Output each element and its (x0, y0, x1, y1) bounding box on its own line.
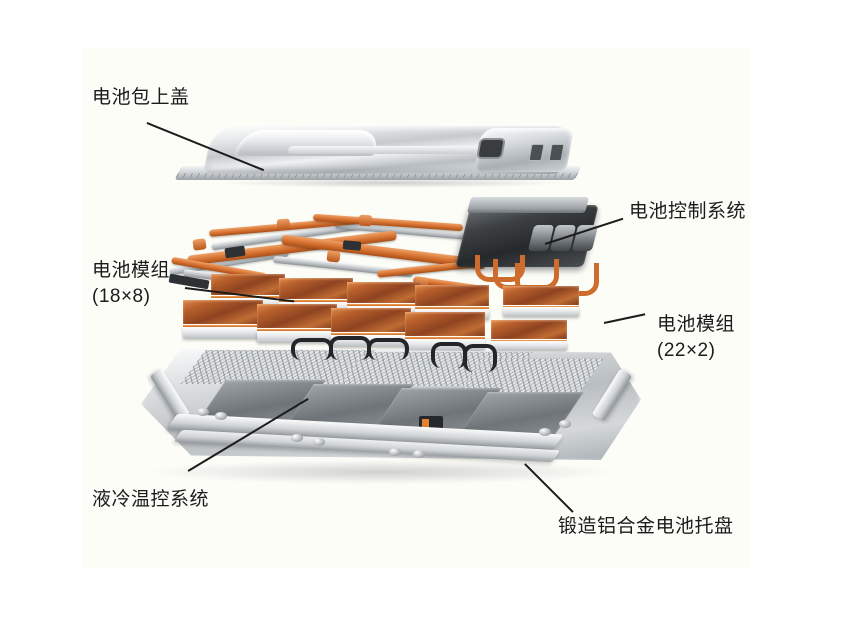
callout-label-battery-tray: 锻造铝合金电池托盘 (558, 514, 734, 540)
battery-module (257, 304, 337, 342)
hv-connector (192, 238, 207, 251)
tray-bolt (197, 408, 209, 416)
exploded-diagram-artwork (83, 48, 750, 568)
coolant-pipe (463, 344, 497, 372)
callout-text: 液冷温控系统 (92, 489, 210, 510)
hv-connector (326, 250, 341, 263)
battery-module-small (491, 320, 567, 350)
tray-bolt (215, 412, 227, 420)
callout-label-module-22x2: 电池模组 (22×2) (657, 312, 735, 364)
callout-subtext: (18×8) (92, 286, 151, 307)
tray-bolt (313, 438, 325, 446)
tray-bolt (413, 450, 425, 458)
battery-module (183, 300, 263, 338)
layer-tray-cooling (141, 336, 641, 498)
coolant-pipe (367, 338, 409, 360)
callout-text: 电池模组 (92, 260, 171, 281)
tray-bolt (539, 428, 551, 436)
hv-connector (358, 214, 373, 227)
callout-label-control-system: 电池控制系统 (629, 199, 746, 225)
control-unit-lid (467, 197, 589, 213)
layer-upper-cover (174, 126, 582, 196)
cover-rib (287, 146, 479, 154)
coolant-pipe (431, 342, 467, 368)
tray-bolt (559, 420, 571, 428)
battery-module-small (503, 286, 579, 316)
callout-text: 电池控制系统 (629, 201, 747, 222)
callout-text: 电池包上盖 (92, 87, 190, 108)
tray-bolt (389, 448, 401, 456)
callout-label-liquid-cooling: 液冷温控系统 (92, 487, 209, 513)
harness-clip (342, 240, 362, 251)
cover-port-icon (476, 138, 506, 159)
cover-shadow (218, 178, 568, 188)
callout-subtext: (22×2) (657, 340, 716, 361)
coolant-pipe (291, 338, 333, 360)
tray-bolt (291, 434, 303, 442)
hv-connector (276, 218, 291, 231)
callout-label-upper-cover: 电池包上盖 (92, 85, 190, 111)
callout-label-module-18x8: 电池模组 (18×8) (92, 258, 170, 310)
callout-text: 电池模组 (657, 314, 736, 335)
callout-text: 锻造铝合金电池托盘 (558, 516, 734, 537)
coolant-pipe (329, 336, 371, 360)
